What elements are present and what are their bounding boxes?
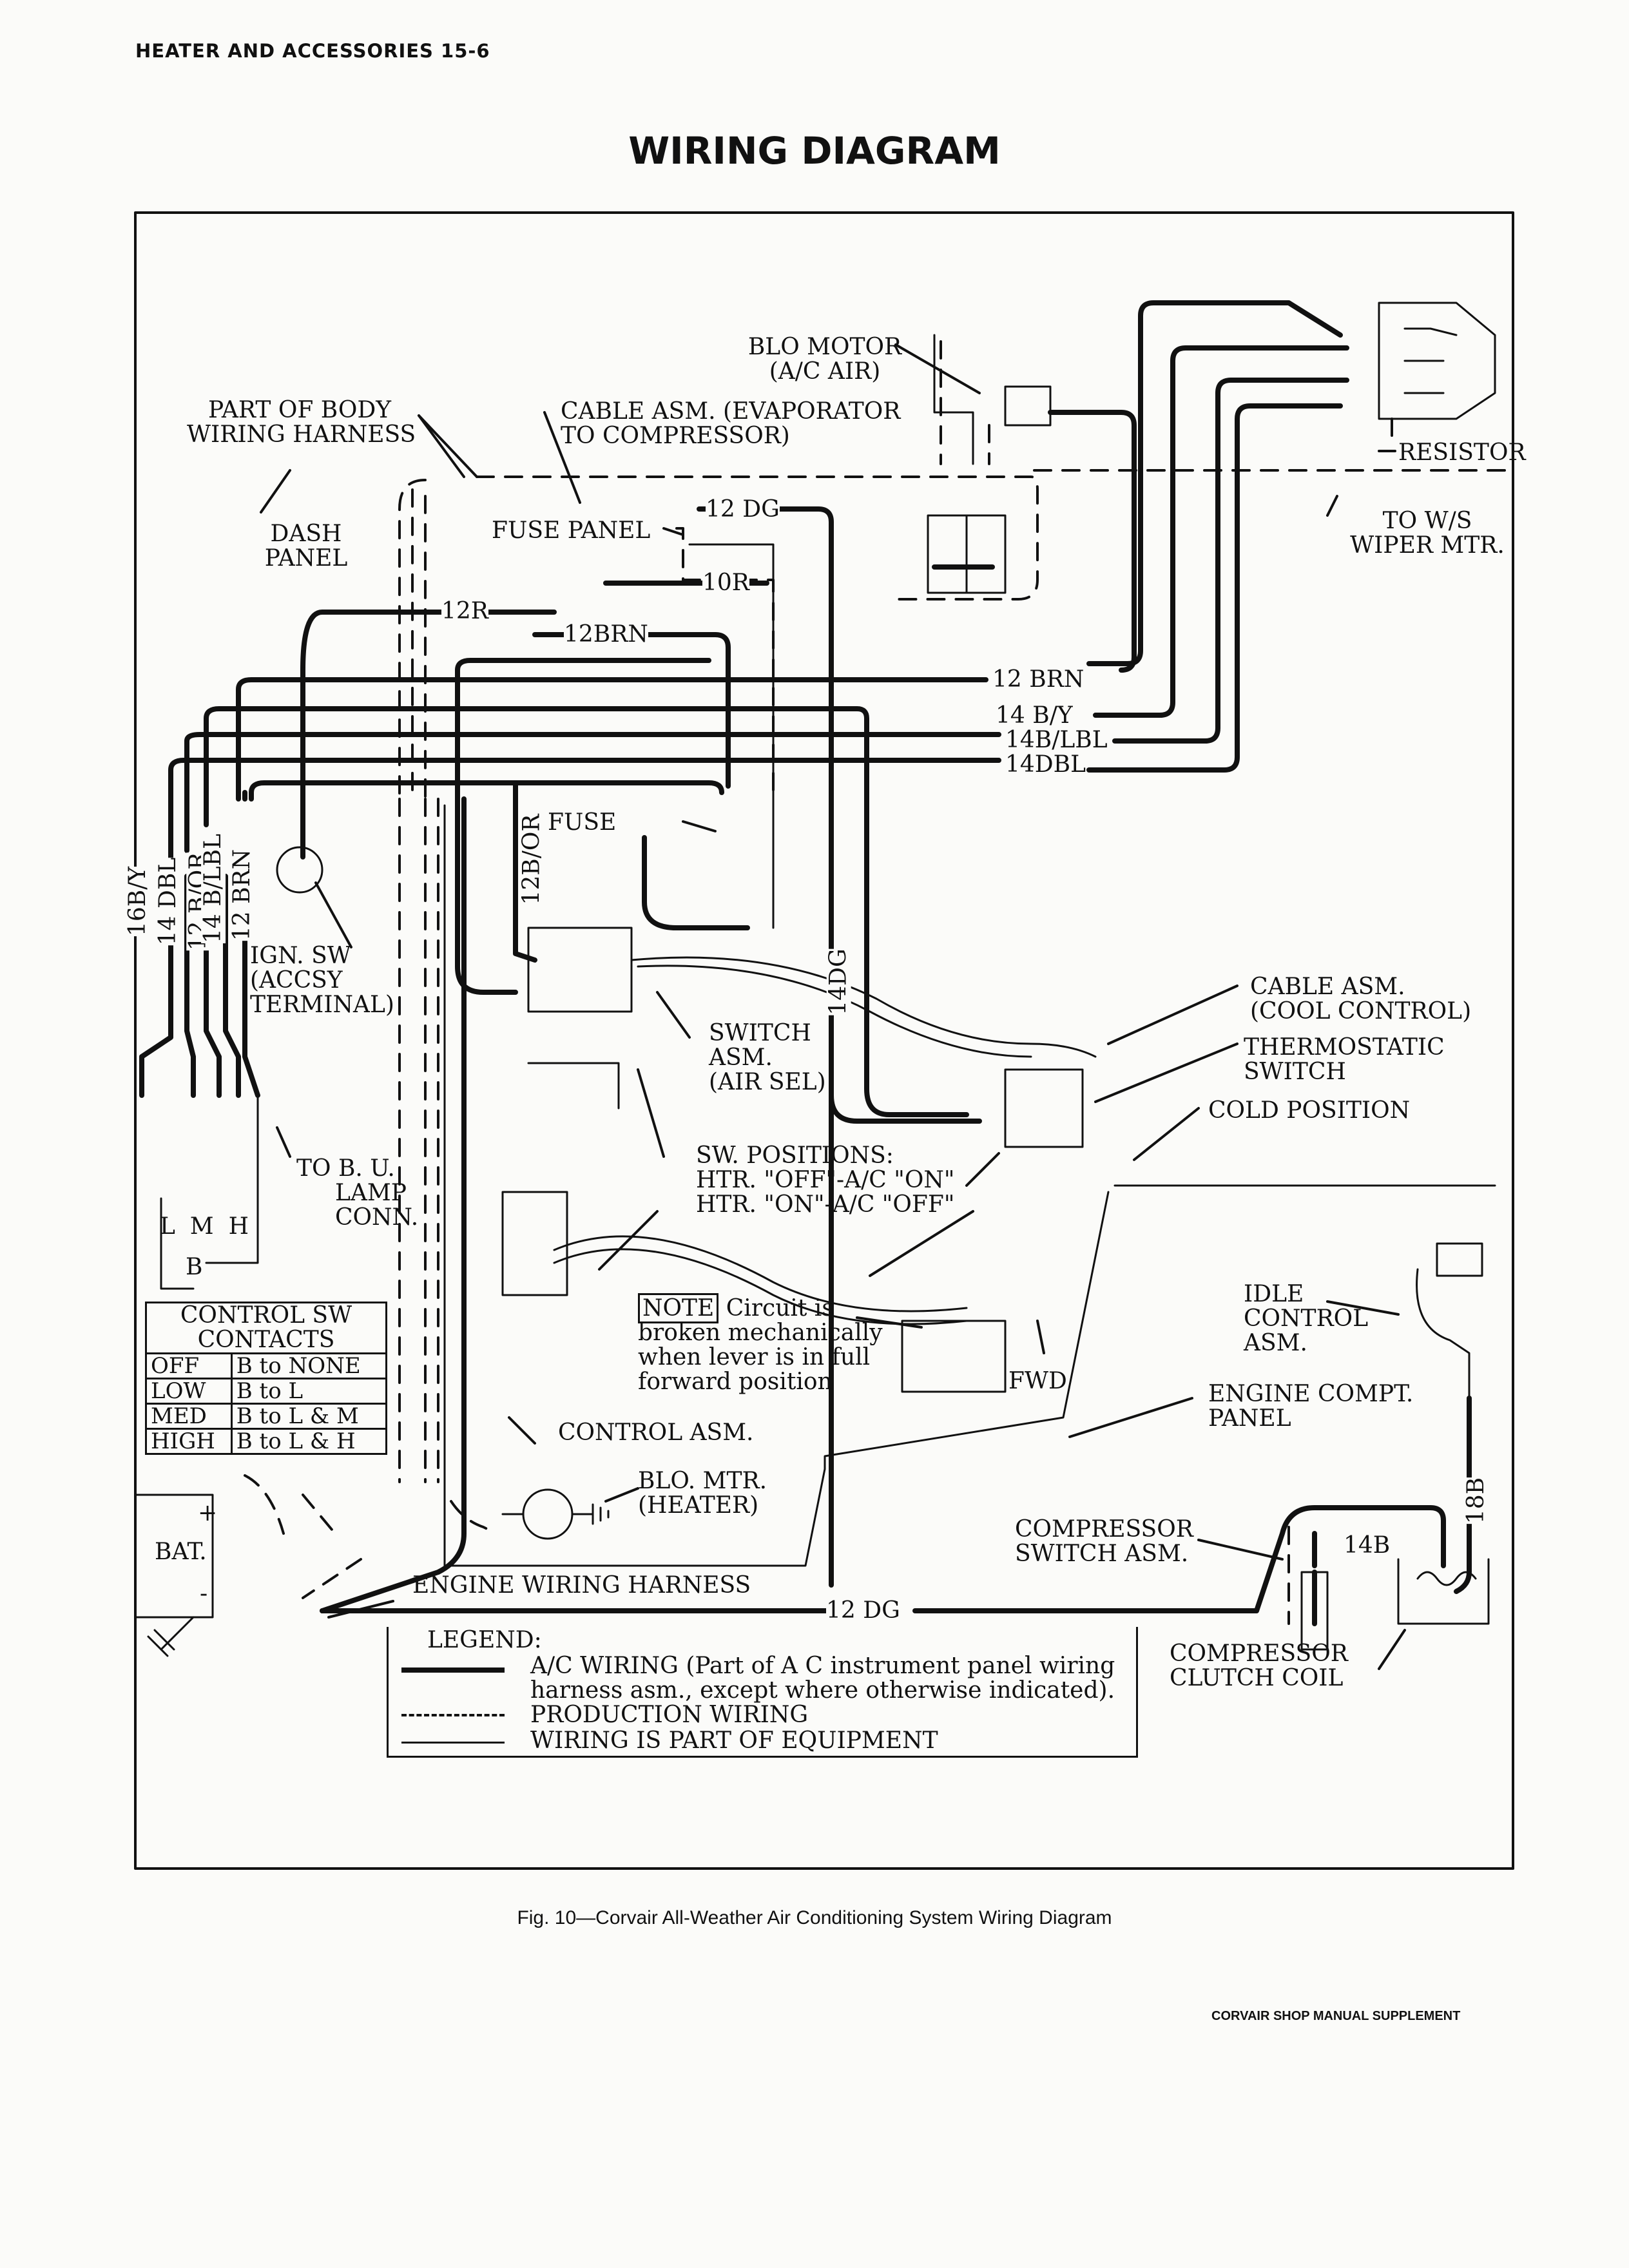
label-cold-position: COLD POSITION: [1208, 1097, 1411, 1124]
ac-wiring: [139, 300, 1472, 1626]
legend: LEGEND: A/C WIRING (Part of A C instrume…: [387, 1627, 1138, 1758]
wire-12brn-right: 12 BRN: [992, 666, 1084, 693]
wire-12brn: 12BRN: [564, 621, 648, 648]
label-blo-motor-ac: BLO MOTOR(A/C AIR): [747, 334, 902, 385]
legend-item-equipment: WIRING IS PART OF EQUIPMENT: [530, 1727, 938, 1754]
label-fuse-panel: FUSE PANEL: [492, 517, 651, 544]
label-fwd: FWD: [1008, 1368, 1067, 1394]
bat-plus-terminal: +: [198, 1500, 218, 1526]
label-engine-wiring-harness: ENGINE WIRING HARNESS: [412, 1572, 751, 1599]
wire-12dg-top: 12 DG: [706, 496, 780, 523]
table-subtitle: CONTACTS: [197, 1327, 335, 1353]
legend-thin-swatch: [401, 1742, 505, 1744]
label-b-terminal: B: [186, 1254, 203, 1280]
wire-14b: 14B: [1344, 1532, 1391, 1559]
wire-12brn-v: 12 BRN: [229, 849, 256, 941]
label-sw-positions: SW. POSITIONS: HTR. "OFF"-A/C "ON" HTR. …: [696, 1142, 955, 1218]
wire-14blbl: 14B/LBL: [1005, 727, 1108, 753]
wire-14blbl-v: 14 B/LBL: [200, 833, 227, 944]
legend-item-ac: A/C WIRING (Part of A C instrument panel…: [530, 1653, 1115, 1704]
label-bat: BAT.: [155, 1539, 207, 1565]
wire-10r: 10R: [702, 570, 749, 596]
label-to-bu-lamp: TO B. U. LAMP CONN.: [296, 1155, 419, 1231]
table-title: CONTROL SW: [180, 1302, 352, 1329]
section-header: HEATER AND ACCESSORIES 15-6: [135, 40, 490, 62]
page-title: WIRING DIAGRAM: [628, 129, 1001, 173]
legend-solid-swatch: [401, 1667, 505, 1673]
note-box: NOTE Circuit is broken mechanically when…: [638, 1293, 883, 1394]
label-blo-mtr-heater: BLO. MTR.(HEATER): [638, 1468, 767, 1519]
diagram-frame: [134, 211, 1514, 1870]
wire-14dbl: 14DBL: [1005, 751, 1086, 778]
label-cable-cool-control: CABLE ASM.(COOL CONTROL): [1250, 974, 1472, 1024]
footer-text: CORVAIR SHOP MANUAL SUPPLEMENT: [1211, 2009, 1461, 2023]
wire-12r: 12R: [441, 598, 488, 624]
legend-title: LEGEND:: [427, 1627, 542, 1653]
label-control-asm: CONTROL ASM.: [558, 1419, 754, 1446]
bat-minus-terminal: -: [200, 1581, 208, 1607]
wire-12dg-bottom: 12 DG: [826, 1597, 900, 1624]
label-fuse: FUSE: [548, 809, 617, 836]
legend-dashed-swatch: [401, 1714, 505, 1716]
label-resistor: RESISTOR: [1398, 439, 1526, 466]
wire-12bor-mid: 12B/OR: [518, 814, 545, 905]
figure-caption: Fig. 10—Corvair All-Weather Air Conditio…: [517, 1907, 1112, 1928]
note-tag: NOTE: [638, 1293, 719, 1323]
wire-18b-v: 18B: [1463, 1477, 1490, 1524]
wire-14dg-v: 14DG: [825, 948, 852, 1015]
legend-item-production: PRODUCTION WIRING: [530, 1702, 809, 1728]
label-lmh: L M H: [160, 1213, 249, 1240]
pointer-lines: [260, 343, 1406, 1670]
label-engine-compt-panel: ENGINE COMPT.PANEL: [1208, 1381, 1414, 1432]
wire-16by: 16B/Y: [124, 866, 151, 937]
wire-14by: 14 B/Y: [996, 702, 1073, 729]
wire-14dbl-v: 14 DBL: [155, 857, 182, 946]
